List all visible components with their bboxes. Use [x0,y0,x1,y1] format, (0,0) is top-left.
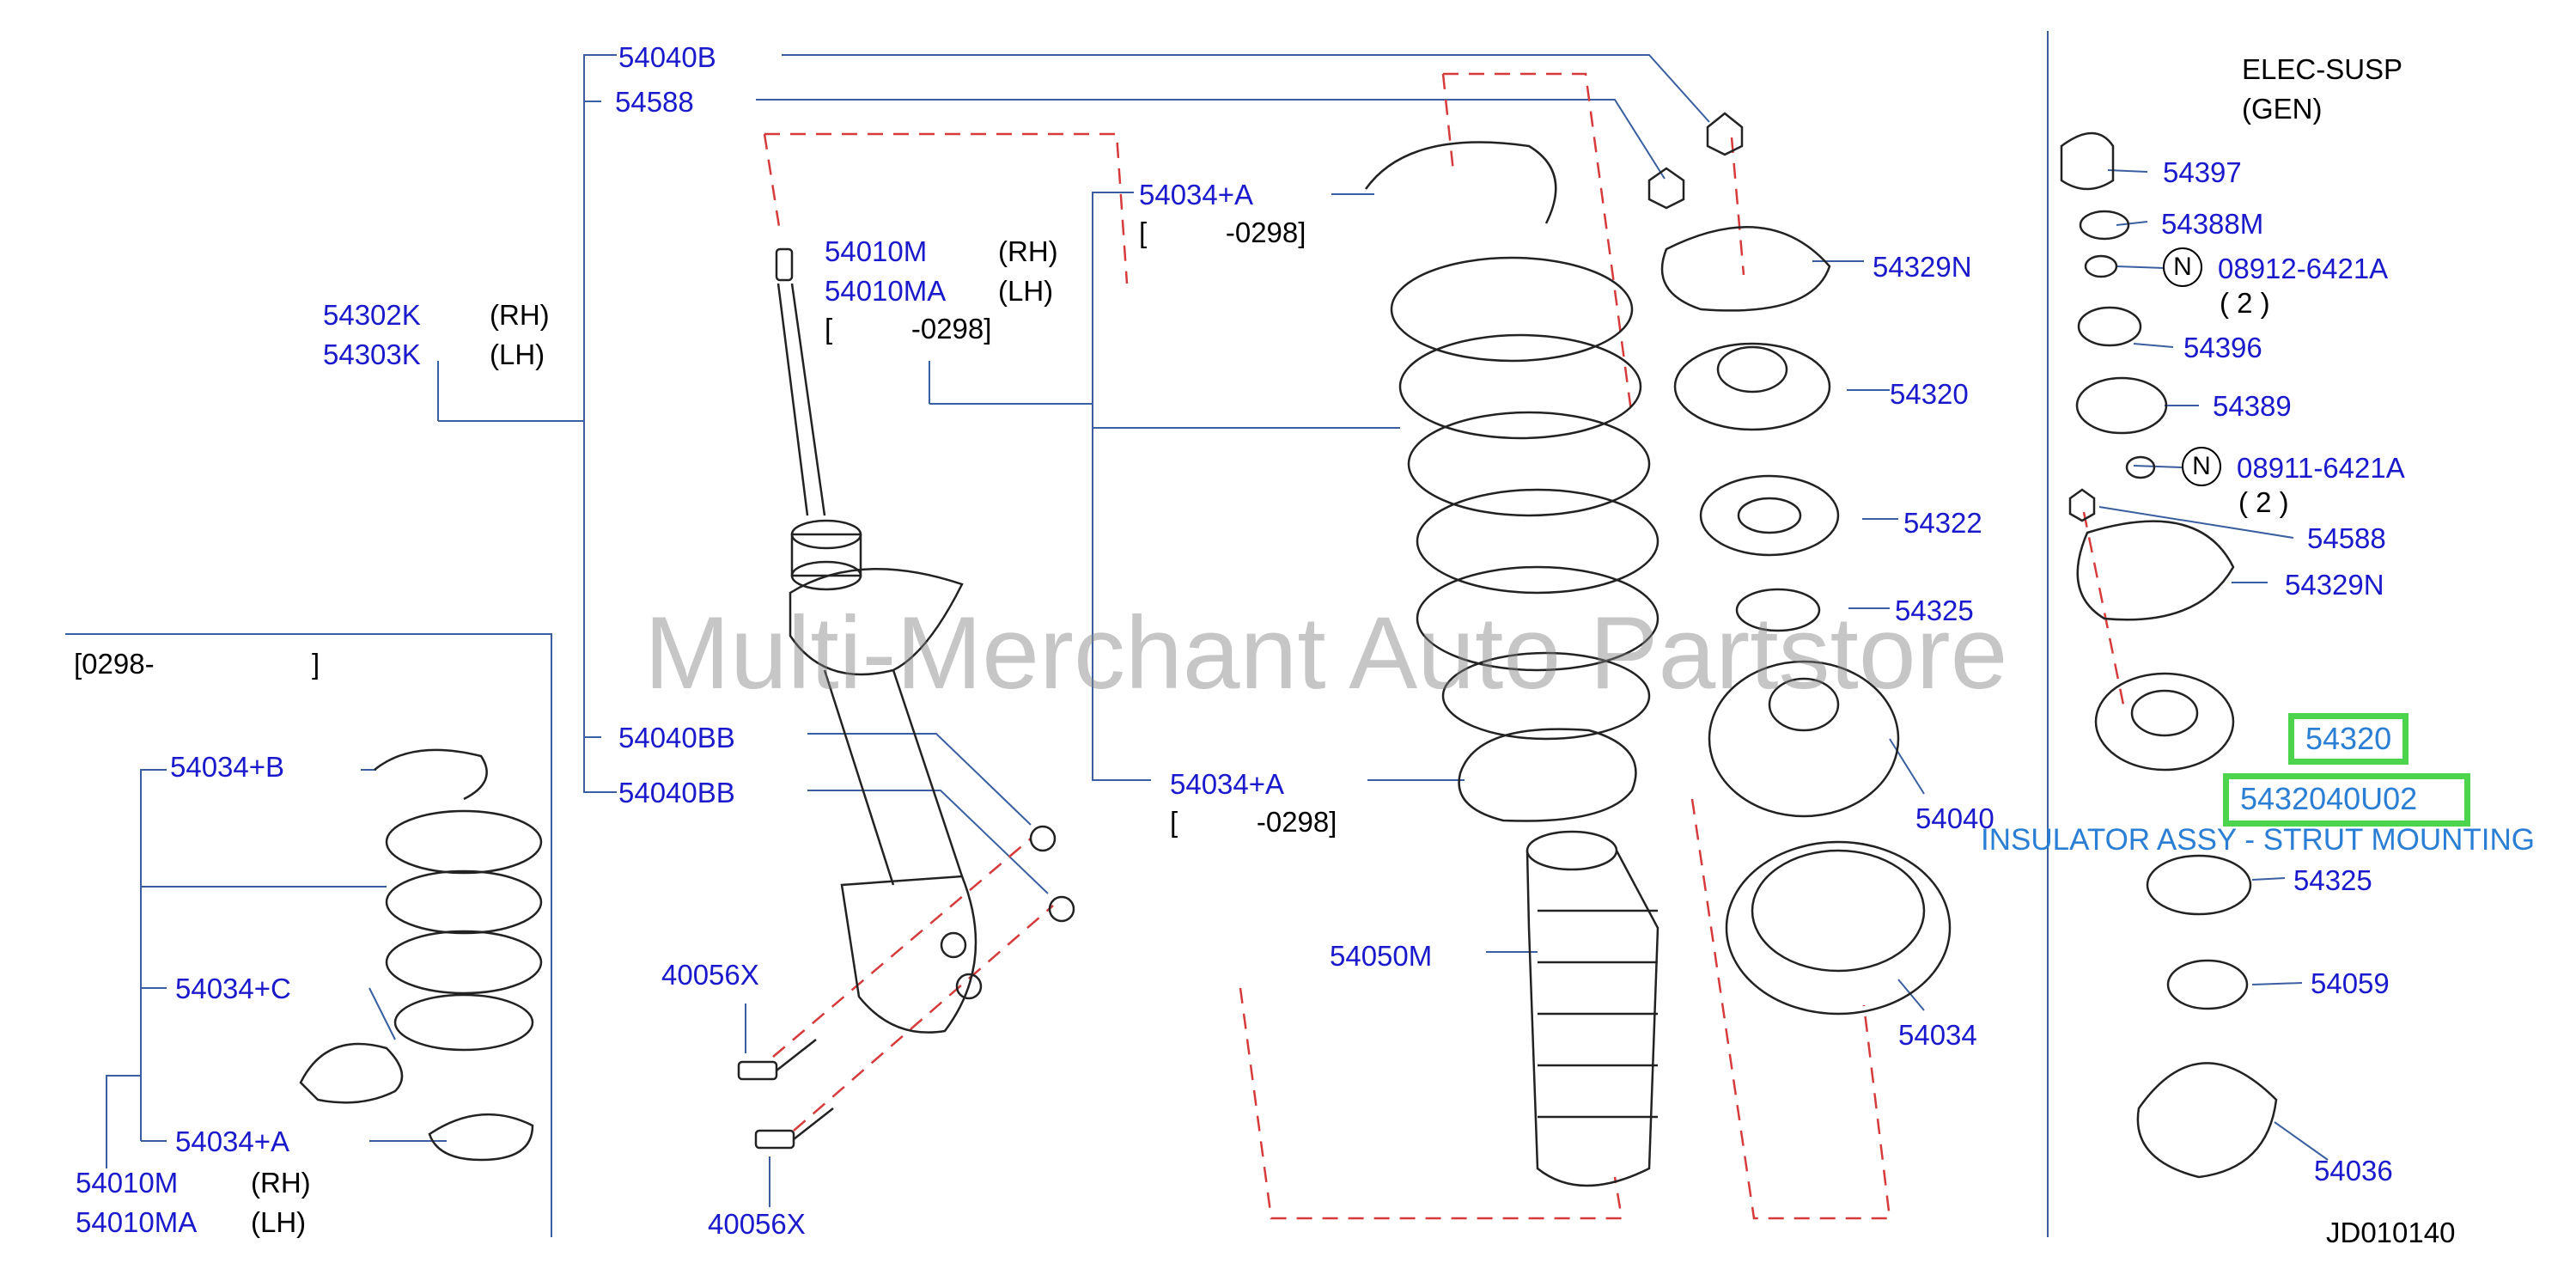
rh-label: (RH) [251,1167,311,1199]
lh-label: (LH) [251,1206,307,1238]
rh-label: (RH) [490,299,550,331]
part-label-54034-b[interactable]: 54034+B [170,751,285,783]
part-label-54389[interactable]: 54389 [2213,390,2292,422]
part-label-54034-a-mid[interactable]: 54034+A [1170,768,1285,800]
lh-label: (LH) [490,339,545,370]
elec-susp-parts [2060,131,2278,1179]
part-label-54034-c[interactable]: 54034+C [175,973,291,1004]
part-label-54010ma-inset[interactable]: 54010MA [76,1206,198,1238]
part-label-54396[interactable]: 54396 [2183,332,2262,363]
part-label-08912-6421a[interactable]: 08912-6421A [2218,253,2389,284]
note-center: [ -0298] [825,313,992,345]
highlighted-part-5432040u02[interactable]: 5432040U02 [2240,781,2418,816]
part-label-54303k[interactable]: 54303K [323,339,421,370]
part-label-54588[interactable]: 54588 [615,86,694,118]
part-label-54050m[interactable]: 54050M [1330,940,1433,972]
part-label-54059[interactable]: 54059 [2311,967,2390,999]
note-top: [ -0298] [1139,217,1306,248]
part-label-54034-a-inset[interactable]: 54034+A [175,1126,290,1157]
fasteners [737,825,1075,1150]
part-label-54302k[interactable]: 54302K [323,299,421,331]
part-label-54040[interactable]: 54040 [1915,802,1994,834]
part-label-54034-a-top[interactable]: 54034+A [1139,179,1254,210]
part-label-54397[interactable]: 54397 [2163,156,2242,188]
part-label-54010ma[interactable]: 54010MA [825,275,947,307]
qty-label: ( 2 ) [2220,287,2270,319]
part-label-54588-right[interactable]: 54588 [2307,522,2386,554]
part-label-54320[interactable]: 54320 [1890,378,1969,410]
part-tooltip: INSULATOR ASSY - STRUT MOUNTING [1981,823,2536,857]
strut-assembly [775,247,983,1034]
note-mid: [ -0298] [1170,806,1337,838]
part-label-40056x[interactable]: 40056X [661,959,759,991]
part-label-54325[interactable]: 54325 [1895,595,1974,626]
highlight-54320[interactable] [2288,713,2409,765]
part-label-54040bb[interactable]: 54040BB [618,777,735,808]
n-circle-icon: N [2182,447,2221,486]
lh-label: (LH) [998,275,1054,307]
part-label-54325-right[interactable]: 54325 [2293,864,2372,896]
dashed-guides [763,72,2125,1220]
elec-susp-heading: ELEC-SUSP [2242,53,2403,85]
inset-note: [0298- ] [74,648,320,680]
dust-boot [1526,830,1659,1187]
part-drawings [299,112,2278,1187]
elec-susp-sub: (GEN) [2242,93,2323,125]
part-label-54329n[interactable]: 54329N [1873,251,1972,283]
n-circle-icon: N [2163,247,2202,287]
part-label-54388m[interactable]: 54388M [2161,208,2264,240]
highlight-5432040u02[interactable] [2223,773,2470,827]
watermark: Multi-Merchant Auto Partstore [644,595,2008,711]
highlighted-part-54320[interactable]: 54320 [2305,721,2392,756]
part-label-08911-6421a[interactable]: 08911-6421A [2237,452,2405,484]
diagram-code: JD010140 [2326,1217,2456,1248]
rh-label: (RH) [998,235,1058,267]
part-label-54329n-right[interactable]: 54329N [2285,569,2384,601]
part-label-54010m-inset[interactable]: 54010M [76,1167,179,1199]
part-label-40056x[interactable]: 40056X [708,1208,806,1240]
mount-stack [1647,112,1952,1016]
part-label-54010m[interactable]: 54010M [825,235,928,267]
coil-spring [1364,141,1659,822]
part-label-54040b[interactable]: 54040B [618,41,716,73]
inset-spring [299,748,543,1162]
part-label-54036[interactable]: 54036 [2314,1155,2393,1187]
qty-label: ( 2 ) [2238,486,2289,518]
part-label-54034[interactable]: 54034 [1898,1019,1977,1051]
leader-lines [65,31,2329,1237]
part-label-54040bb[interactable]: 54040BB [618,722,735,753]
part-label-54322[interactable]: 54322 [1903,507,1982,539]
